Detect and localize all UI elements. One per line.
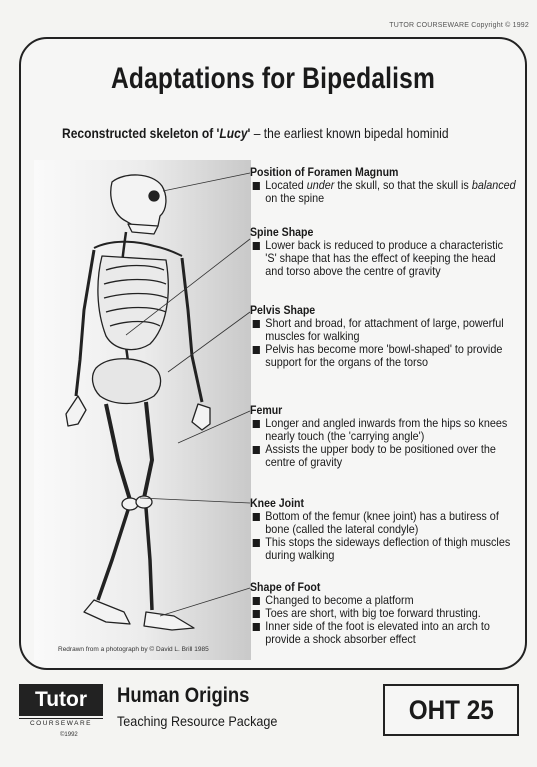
bullet-square-icon	[253, 420, 260, 428]
bullet-item: Located under the skull, so that the sku…	[250, 179, 516, 205]
logo-subtitle: COURSEWARE	[19, 718, 103, 727]
section-pelvis-shape: Pelvis Shape Short and broad, for attach…	[250, 303, 522, 369]
bullet-item: Assists the upper body to be positioned …	[250, 443, 516, 469]
bullet-square-icon	[253, 242, 260, 250]
bullet-item: Pelvis has become more 'bowl-shaped' to …	[250, 343, 516, 369]
section-title: Femur	[250, 403, 489, 417]
logo-year: ©1992	[60, 732, 78, 738]
bullet-square-icon	[253, 610, 260, 618]
bullet-item: Longer and angled inwards from the hips …	[250, 417, 516, 443]
section-knee-joint: Knee Joint Bottom of the femur (knee joi…	[250, 496, 522, 562]
bullet-square-icon	[253, 320, 260, 328]
section-title: Shape of Foot	[250, 580, 489, 594]
bullet-square-icon	[253, 513, 260, 521]
photo-credit: Redrawn from a photograph by © David L. …	[58, 646, 209, 653]
bullet-square-icon	[253, 597, 260, 605]
bullet-item: This stops the sideways deflection of th…	[250, 536, 516, 562]
section-spine-shape: Spine Shape Lower back is reduced to pro…	[250, 225, 522, 278]
bullet-square-icon	[253, 539, 260, 547]
section-title: Pelvis Shape	[250, 303, 489, 317]
section-title: Spine Shape	[250, 225, 489, 239]
tutor-logo: Tutor	[19, 684, 103, 716]
oht-number: OHT 25	[408, 686, 493, 734]
section-title: Position of Foramen Magnum	[250, 165, 489, 179]
bullet-item: Bottom of the femur (knee joint) has a b…	[250, 510, 516, 536]
bullet-item: Inner side of the foot is elevated into …	[250, 620, 516, 646]
bullet-square-icon	[253, 623, 260, 631]
bullet-square-icon	[253, 182, 260, 190]
package-subtitle: Teaching Resource Package	[117, 713, 277, 729]
section-shape-of-foot: Shape of Foot Changed to become a platfo…	[250, 580, 522, 646]
bullet-item: Short and broad, for attachment of large…	[250, 317, 516, 343]
bullet-item: Lower back is reduced to produce a chara…	[250, 239, 516, 278]
package-title: Human Origins	[117, 684, 249, 708]
section-title: Knee Joint	[250, 496, 489, 510]
section-femur: Femur Longer and angled inwards from the…	[250, 403, 522, 469]
bullet-square-icon	[253, 446, 260, 454]
oht-number-box: OHT 25	[383, 684, 519, 736]
section-foramen-magnum: Position of Foramen Magnum Located under…	[250, 165, 522, 205]
bullet-square-icon	[253, 346, 260, 354]
